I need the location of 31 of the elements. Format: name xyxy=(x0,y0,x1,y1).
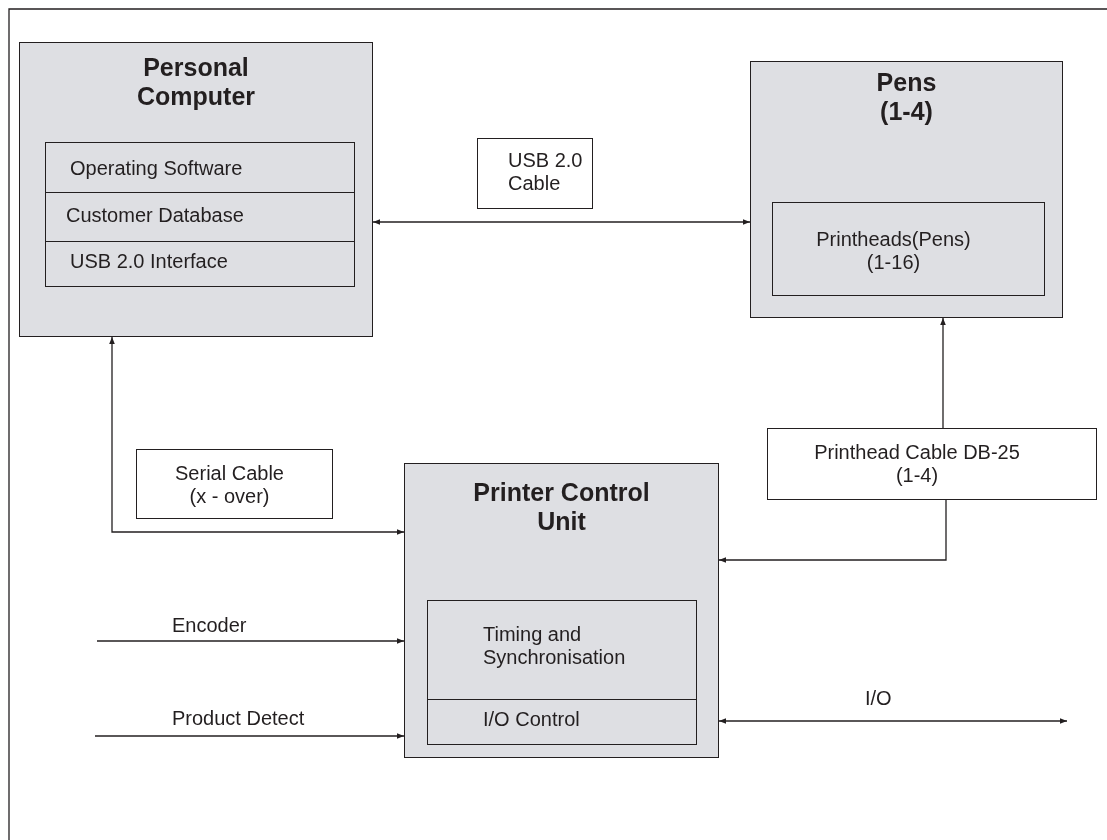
component-label: Printheads(Pens) (1-16) xyxy=(815,228,972,274)
module-row xyxy=(427,600,697,700)
connector-arrow xyxy=(718,718,1068,724)
connector-arrow xyxy=(94,733,405,739)
component-label: Serial Cable (x - over) xyxy=(174,462,285,508)
cable-label-box xyxy=(767,428,1097,500)
connector-arrow xyxy=(96,638,405,644)
connector-arrow xyxy=(109,336,405,535)
component-label: Printhead Cable DB-25 (1-4) xyxy=(813,441,1021,487)
component-box xyxy=(750,61,1063,318)
component-box xyxy=(404,463,719,758)
component-label: I/O Control xyxy=(482,708,581,731)
module-row xyxy=(772,202,1045,296)
module-row xyxy=(45,142,355,193)
component-label: USB 2.0 Cable xyxy=(507,149,584,195)
component-box xyxy=(19,42,373,337)
component-title: Personal Computer xyxy=(135,53,257,111)
component-title: Pens (1-4) xyxy=(875,68,938,126)
module-row xyxy=(427,700,697,745)
component-label: Customer Database xyxy=(65,204,245,227)
component-label: USB 2.0 Interface xyxy=(69,250,229,273)
component-label: Operating Software xyxy=(69,157,244,180)
component-title: Printer Control Unit xyxy=(472,478,651,536)
module-row xyxy=(45,242,355,287)
cable-label-box xyxy=(136,449,333,519)
component-label: Timing and Synchronisation xyxy=(482,623,627,669)
connector-arrow xyxy=(372,219,751,225)
cable-label-box xyxy=(477,138,593,209)
connector-arrow xyxy=(718,499,947,563)
connector-arrow xyxy=(940,317,946,429)
module-row xyxy=(45,193,355,242)
